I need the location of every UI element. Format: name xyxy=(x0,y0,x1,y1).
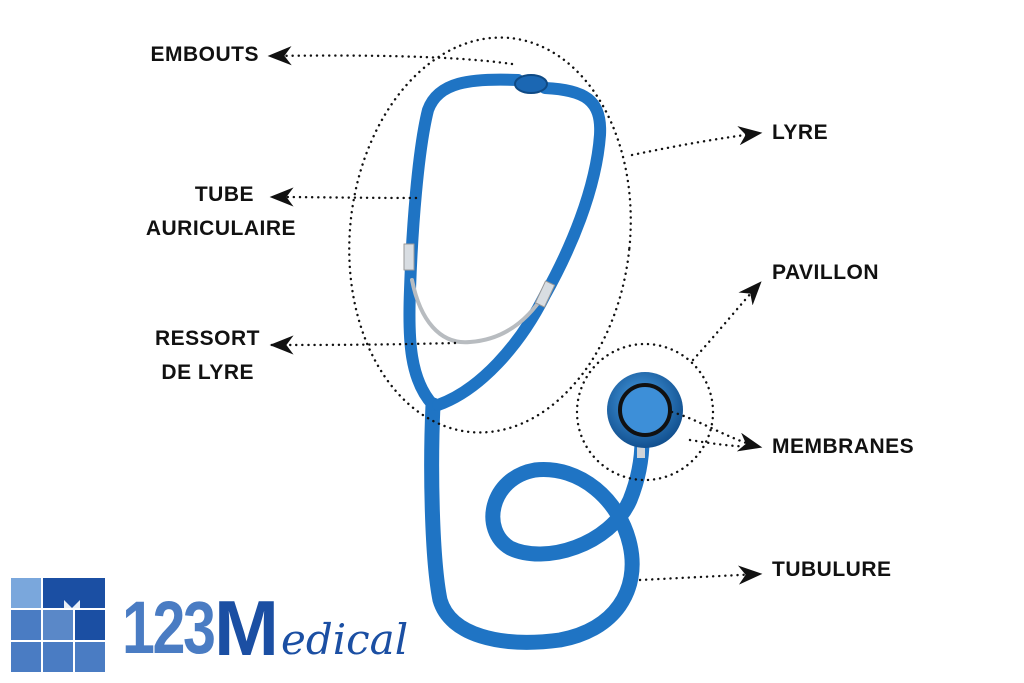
logo-numbers: 123 xyxy=(122,586,216,669)
lyre-outline xyxy=(348,36,632,434)
label-membranes: MEMBRANES xyxy=(772,435,915,458)
label-tube-line2: AURICULAIRE xyxy=(145,217,296,240)
lyre-left-tube xyxy=(403,73,524,411)
label-lyre: LYRE xyxy=(772,121,829,144)
label-embouts: EMBOUTS xyxy=(150,43,259,66)
tubulure xyxy=(424,397,650,650)
label-tube-line1: TUBE xyxy=(194,183,254,206)
lyre-spring xyxy=(410,278,547,345)
label-ressort-line2: DE LYRE xyxy=(161,361,254,384)
label-pavillon: PAVILLON xyxy=(772,261,880,284)
embouts xyxy=(514,74,548,94)
stethoscope xyxy=(403,73,683,650)
label-tubulure: TUBULURE xyxy=(772,558,892,581)
pavillon-outline xyxy=(575,342,715,482)
logo-wordmark: 123 M edical xyxy=(122,584,409,672)
logo-edical: edical xyxy=(280,615,409,664)
logo-mark xyxy=(11,578,105,672)
logo-m: M xyxy=(214,584,279,672)
callout-lines xyxy=(267,36,763,585)
lyre-right-tube xyxy=(432,82,607,411)
label-ressort-line1: RESSORT xyxy=(154,327,260,350)
